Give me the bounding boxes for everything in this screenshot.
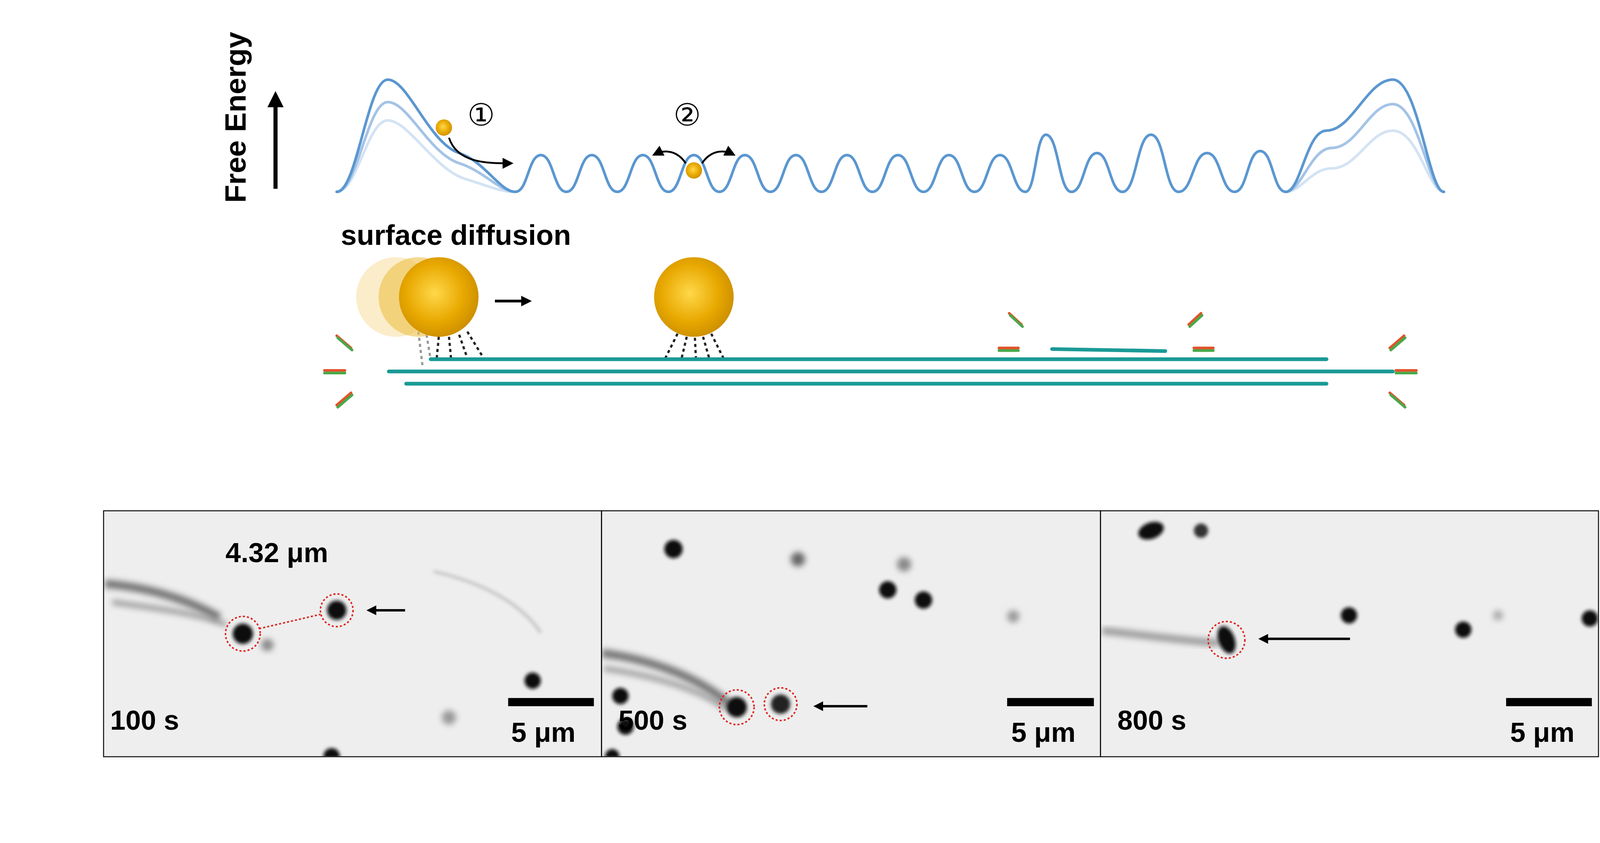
micrograph [600,510,1100,757]
gold-sphere [653,256,734,337]
motion-arrow [494,299,529,303]
hop-arrow [449,137,511,164]
tether [665,333,678,359]
tether [426,334,431,360]
scale-bar [508,698,595,707]
highlight-circle [719,689,755,725]
distance-line [259,614,321,629]
scale-bar [1506,698,1592,707]
scale-label: 5 μm [1011,718,1076,749]
tether [459,334,468,359]
energy-landscape [336,79,1444,192]
highlight-circle [225,616,261,652]
time-label: 500 s [618,706,688,737]
hop-arrow [655,151,686,164]
micrograph-panel: 500 s 5 μm [600,510,1102,758]
filament [388,369,1393,374]
tether [436,336,439,359]
tether [702,336,709,359]
tether [694,337,697,359]
filament-bundle [388,348,1393,384]
filament-fragment [1052,348,1166,351]
micrograph-panel: 4.32 μm 100 s 5 μm [103,510,603,758]
time-label: 800 s [1117,706,1187,737]
particle [435,119,452,136]
particle [685,162,703,179]
caption-label: surface diffusion [340,220,571,253]
highlight-circle [320,594,354,627]
scale-label: 5 μm [511,718,576,749]
distance-label: 4.32 μm [225,538,329,569]
tether [681,336,687,359]
gold-sphere [398,256,479,337]
filament [406,381,1327,386]
axis-label: Free Energy [220,31,253,203]
callout-number: ① [467,97,495,132]
callout-number: ② [673,97,701,132]
pointer-arrow [369,609,406,612]
micrograph [103,510,602,757]
micrograph-panel: 800 s 5 μm [1099,510,1599,758]
tether [449,336,452,359]
tether [711,333,724,359]
micrograph [1099,510,1599,757]
subunits [324,313,1417,408]
filament [430,357,1327,361]
scale-bar [1007,698,1094,707]
pointer-arrow [1261,637,1350,641]
time-label: 100 s [110,706,179,737]
energy-axis-arrow [273,95,278,189]
highlight-circle [764,687,798,721]
pointer-arrow [816,704,868,708]
highlight-circle [1208,621,1246,659]
tether [467,331,484,359]
hop-arrow [702,151,733,164]
energy-curve [336,79,1444,192]
scale-label: 5 μm [1510,718,1575,749]
